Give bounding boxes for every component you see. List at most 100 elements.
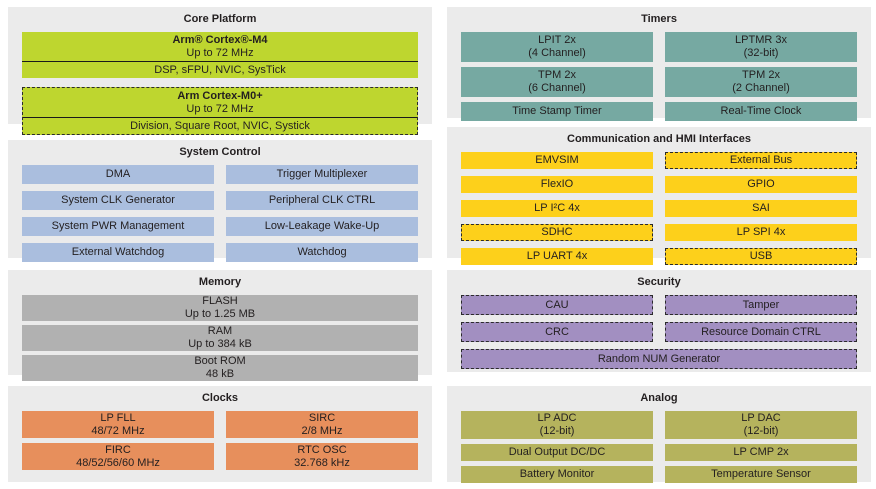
panel-clocks: Clocks LP FLL 48/72 MHz SIRC 2/8 MHz FIR…	[8, 386, 432, 482]
box-trigger-multiplexer: Trigger Multiplexer	[226, 165, 418, 184]
sublabel: (32-bit)	[743, 47, 779, 59]
memory-stack: FLASH Up to 1.25 MB RAM Up to 384 kB Boo…	[22, 295, 418, 381]
box-cau: CAU	[461, 295, 653, 315]
box-sai: SAI	[665, 200, 857, 217]
label: LP ADC	[537, 412, 577, 424]
communication-grid: EMVSIM External Bus FlexIO GPIO LP I²C 4…	[461, 152, 857, 265]
sublabel: Up to 384 kB	[188, 338, 252, 350]
box-tpm-2ch: TPM 2x (2 Channel)	[665, 67, 857, 97]
sublabel: (12-bit)	[743, 425, 779, 437]
sublabel: (12-bit)	[539, 425, 575, 437]
box-sirc: SIRC 2/8 MHz	[226, 411, 418, 438]
sublabel: 48 kB	[205, 368, 235, 380]
label: LP FLL	[100, 411, 136, 424]
label: FIRC	[105, 443, 131, 456]
box-flexio: FlexIO	[461, 176, 653, 193]
box-lpit: LPIT 2x (4 Channel)	[461, 32, 653, 62]
label: Boot ROM	[194, 355, 246, 367]
cortex-m4-features: DSP, sFPU, NVIC, SysTick	[22, 61, 418, 78]
box-peripheral-clk-ctrl: Peripheral CLK CTRL	[226, 191, 418, 210]
box-firc: FIRC 48/52/56/60 MHz	[22, 443, 214, 470]
box-dual-output-dcdc: Dual Output DC/DC	[461, 444, 653, 461]
box-lp-dac: LP DAC (12-bit)	[665, 411, 857, 439]
sublabel: (4 Channel)	[528, 47, 586, 59]
sublabel: 48/52/56/60 MHz	[76, 456, 160, 469]
panel-communication-hmi: Communication and HMI Interfaces EMVSIM …	[447, 127, 871, 265]
panel-security: Security CAU Tamper CRC Resource Domain …	[447, 270, 871, 372]
sublabel: Up to 1.25 MB	[184, 308, 256, 320]
box-sdhc: SDHC	[461, 224, 653, 241]
panel-analog: Analog LP ADC (12-bit) LP DAC (12-bit) D…	[447, 386, 871, 483]
box-system-clk-generator: System CLK Generator	[22, 191, 214, 210]
box-flash: FLASH Up to 1.25 MB	[22, 295, 418, 321]
box-low-leakage-wake-up: Low-Leakage Wake-Up	[226, 217, 418, 236]
core-platform-title: Core Platform	[183, 13, 257, 25]
cortex-m0plus-clock: Up to 72 MHz	[186, 102, 254, 115]
left-column: Core Platform Arm® Cortex®-M4 Up to 72 M…	[8, 7, 432, 482]
box-lp-i2c: LP I²C 4x	[461, 200, 653, 217]
box-resource-domain-ctrl: Resource Domain CTRL	[665, 322, 857, 342]
clocks-grid: LP FLL 48/72 MHz SIRC 2/8 MHz FIRC 48/52…	[22, 411, 418, 470]
box-temperature-sensor: Temperature Sensor	[665, 466, 857, 483]
box-lp-cmp: LP CMP 2x	[665, 444, 857, 461]
clocks-title: Clocks	[201, 392, 239, 404]
right-column: Timers LPIT 2x (4 Channel) LPTMR 3x (32-…	[447, 7, 871, 483]
analog-title: Analog	[640, 392, 678, 404]
sublabel: 2/8 MHz	[301, 424, 343, 437]
timers-grid: LPIT 2x (4 Channel) LPTMR 3x (32-bit) TP…	[461, 32, 857, 121]
box-tpm-6ch: TPM 2x (6 Channel)	[461, 67, 653, 97]
box-time-stamp-timer: Time Stamp Timer	[461, 102, 653, 121]
box-emvsim: EMVSIM	[461, 152, 653, 169]
box-watchdog: Watchdog	[226, 243, 418, 262]
label: LP DAC	[741, 412, 781, 424]
sublabel: 48/72 MHz	[91, 424, 145, 437]
cortex-m0plus-features: Division, Square Root, NVIC, Systick	[23, 117, 417, 134]
box-battery-monitor: Battery Monitor	[461, 466, 653, 483]
label: RAM	[207, 325, 233, 337]
box-lptmr: LPTMR 3x (32-bit)	[665, 32, 857, 62]
security-title: Security	[637, 276, 681, 288]
block-cortex-m0plus: Arm Cortex-M0+ Up to 72 MHz Division, Sq…	[22, 87, 418, 135]
label: RTC OSC	[297, 443, 347, 456]
sublabel: 32.768 kHz	[294, 456, 350, 469]
label: SIRC	[308, 411, 336, 424]
analog-grid: LP ADC (12-bit) LP DAC (12-bit) Dual Out…	[461, 411, 857, 483]
security-grid: CAU Tamper CRC Resource Domain CTRL Rand…	[461, 295, 857, 369]
system-control-grid: DMA Trigger Multiplexer System CLK Gener…	[22, 165, 418, 262]
cortex-m4-clock: Up to 72 MHz	[186, 46, 254, 59]
cortex-m0plus-name: Arm Cortex-M0+	[177, 89, 263, 102]
box-external-watchdog: External Watchdog	[22, 243, 214, 262]
sublabel: (6 Channel)	[528, 82, 586, 94]
panel-timers: Timers LPIT 2x (4 Channel) LPTMR 3x (32-…	[447, 7, 871, 121]
cortex-m0plus-header: Arm Cortex-M0+ Up to 72 MHz	[23, 88, 417, 117]
box-lp-adc: LP ADC (12-bit)	[461, 411, 653, 439]
box-gpio: GPIO	[665, 176, 857, 193]
box-random-num-generator: Random NUM Generator	[461, 349, 857, 369]
label: LPTMR 3x	[735, 34, 787, 46]
box-lp-spi: LP SPI 4x	[665, 224, 857, 241]
label: FLASH	[202, 295, 238, 307]
cortex-m4-header: Arm® Cortex®-M4 Up to 72 MHz	[22, 32, 418, 61]
box-lp-fll: LP FLL 48/72 MHz	[22, 411, 214, 438]
panel-memory: Memory FLASH Up to 1.25 MB RAM Up to 384…	[8, 270, 432, 381]
box-lp-uart: LP UART 4x	[461, 248, 653, 265]
block-cortex-m4: Arm® Cortex®-M4 Up to 72 MHz DSP, sFPU, …	[22, 32, 418, 78]
timers-title: Timers	[641, 13, 677, 25]
box-system-pwr-management: System PWR Management	[22, 217, 214, 236]
memory-title: Memory	[198, 276, 242, 288]
box-ram: RAM Up to 384 kB	[22, 325, 418, 351]
box-usb: USB	[665, 248, 857, 265]
panel-core-platform: Core Platform Arm® Cortex®-M4 Up to 72 M…	[8, 7, 432, 135]
box-rtc-osc: RTC OSC 32.768 kHz	[226, 443, 418, 470]
box-real-time-clock: Real-Time Clock	[665, 102, 857, 121]
system-control-title: System Control	[179, 146, 261, 158]
panel-system-control: System Control DMA Trigger Multiplexer S…	[8, 140, 432, 262]
box-external-bus: External Bus	[665, 152, 857, 169]
label: TPM 2x	[538, 69, 576, 81]
box-crc: CRC	[461, 322, 653, 342]
label: TPM 2x	[742, 69, 780, 81]
sublabel: (2 Channel)	[732, 82, 790, 94]
label: LPIT 2x	[538, 34, 576, 46]
box-boot-rom: Boot ROM 48 kB	[22, 355, 418, 381]
